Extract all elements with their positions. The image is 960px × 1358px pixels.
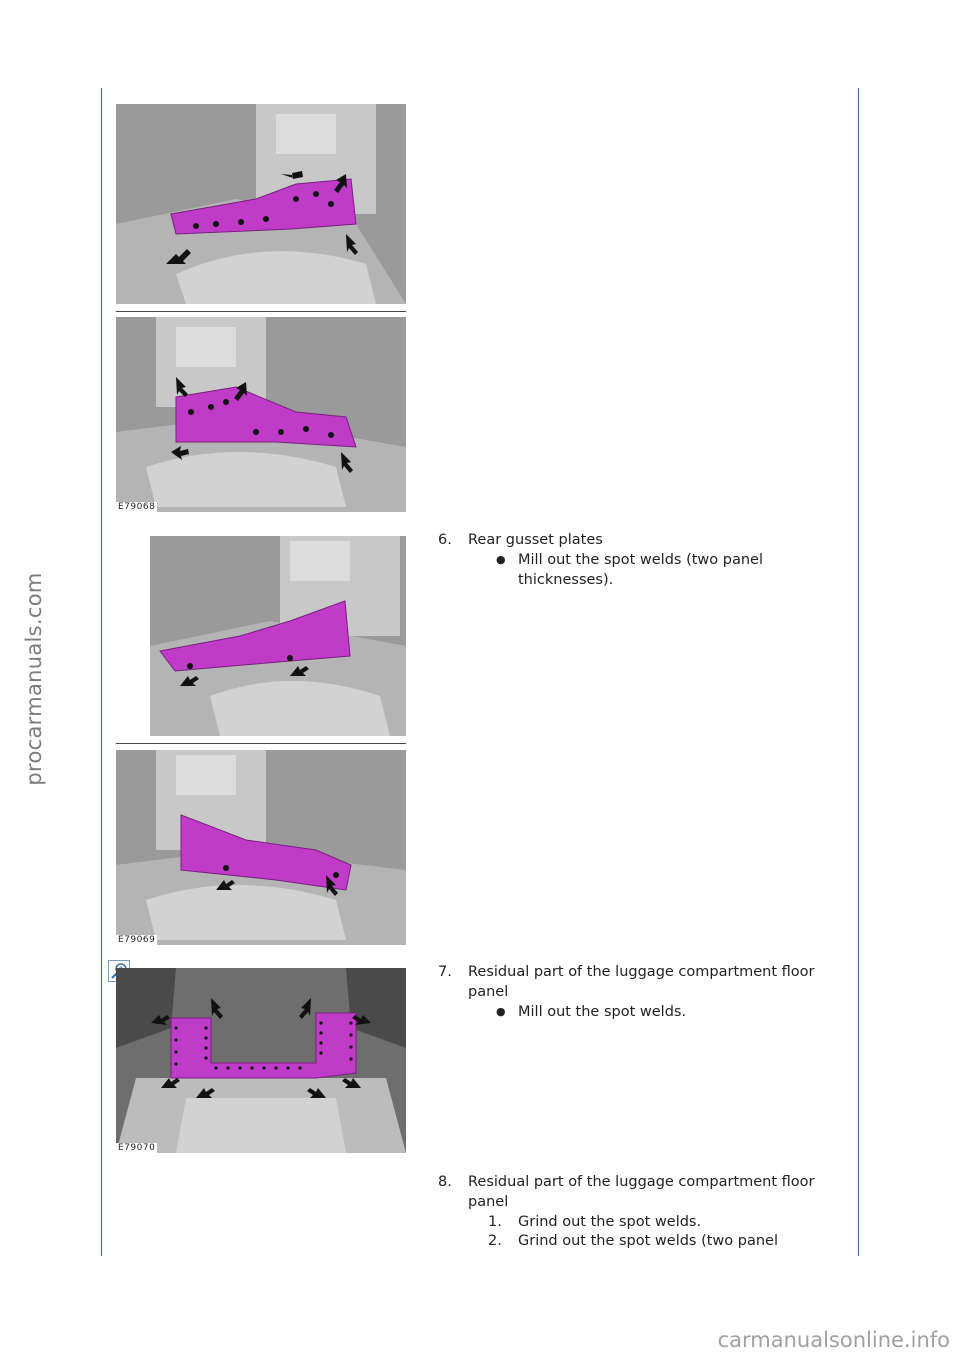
substep-number: 1. bbox=[488, 1214, 502, 1230]
figure-separator bbox=[116, 311, 406, 312]
substep-number: 2. bbox=[488, 1233, 502, 1249]
left-margin-rule bbox=[101, 88, 102, 1256]
figure-rear-gusset-b: E79069 bbox=[116, 750, 406, 945]
step-number: 8. bbox=[438, 1174, 452, 1190]
bullet-text: Mill out the spot welds. bbox=[518, 1004, 687, 1020]
side-watermark: procarmanuals.com bbox=[22, 572, 46, 786]
figure-gusset-plate-top-a bbox=[116, 104, 406, 304]
figure-gusset-plate-top-b: E79068 bbox=[116, 317, 406, 512]
right-margin-rule bbox=[858, 88, 859, 1256]
step-title: Residual part of the luggage compartment… bbox=[468, 1174, 815, 1210]
bottom-watermark: carmanualsonline.info bbox=[717, 1328, 950, 1352]
step-title: Residual part of the luggage compartment… bbox=[468, 964, 815, 1000]
figure-separator bbox=[116, 743, 406, 744]
bullet-icon: ● bbox=[496, 553, 506, 566]
bullet-text: Mill out the spot welds (two panel thick… bbox=[518, 552, 763, 588]
figure-luggage-floor: E79070 bbox=[116, 968, 406, 1153]
bullet-icon: ● bbox=[496, 1005, 506, 1018]
step-number: 7. bbox=[438, 964, 452, 980]
figure-code: E79070 bbox=[116, 1143, 158, 1153]
substep-text: Grind out the spot welds (two panel bbox=[518, 1233, 779, 1249]
substep-text: Grind out the spot welds. bbox=[518, 1214, 702, 1230]
figure-code: E79068 bbox=[116, 502, 158, 512]
step-number: 6. bbox=[438, 532, 452, 548]
figure-code: E79069 bbox=[116, 935, 158, 945]
step-title: Rear gusset plates bbox=[468, 532, 603, 548]
figure-rear-gusset-a bbox=[150, 536, 406, 736]
